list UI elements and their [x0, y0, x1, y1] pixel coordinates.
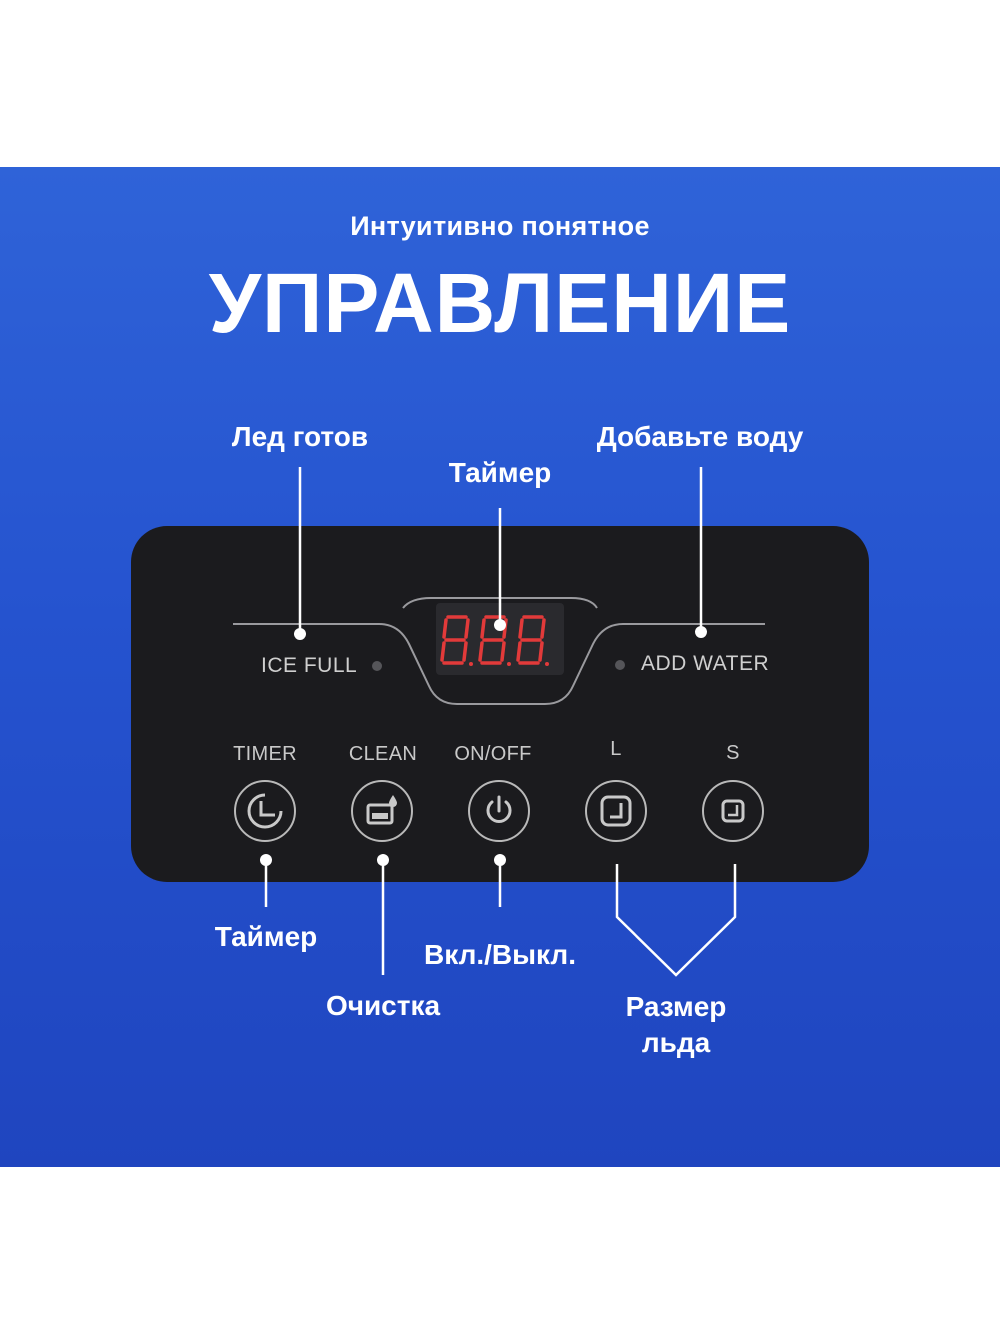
ice-large-button[interactable]: [585, 780, 647, 842]
ice-large-icon: [600, 795, 632, 827]
seven-segment-digits: [440, 615, 549, 666]
callout-ice-ready: Лед готов: [231, 421, 369, 452]
clean-icon: [366, 795, 397, 825]
callout-timer-button: Таймер: [214, 921, 318, 952]
page-title: УПРАВЛЕНИЕ: [208, 256, 792, 350]
subtitle: Интуитивно понятное: [350, 211, 650, 241]
on-off-button[interactable]: [468, 780, 530, 842]
on-off-button-label: ON/OFF: [454, 743, 532, 765]
clean-button[interactable]: [351, 780, 413, 842]
callout-timer-display: Таймер: [448, 457, 552, 488]
ice-small-button[interactable]: [702, 780, 764, 842]
clean-button-label: CLEAN: [348, 743, 418, 765]
add-water-label: ADD WATER: [641, 652, 770, 675]
timer-button[interactable]: [234, 780, 296, 842]
callout-ice-size-line1: Размер: [625, 991, 727, 1022]
ice-small-icon: [721, 799, 745, 823]
callout-ice-size-line2: льда: [641, 1027, 711, 1058]
banner: Интуитивно понятное УПРАВЛЕНИЕ Лед готов…: [0, 167, 1000, 1167]
callout-clean: Очистка: [325, 990, 441, 1021]
ice-small-button-label: S: [726, 742, 740, 764]
power-icon: [486, 795, 512, 823]
callout-on-off: Вкл./Выкл.: [424, 939, 576, 970]
add-water-indicator: [615, 660, 625, 670]
ice-large-button-label: L: [610, 738, 622, 760]
callout-add-water: Добавьте воду: [596, 421, 804, 452]
timer-button-label: TIMER: [233, 743, 297, 765]
callout-leaders: [260, 467, 737, 977]
ice-full-indicator: [372, 661, 382, 671]
ice-full-label: ICE FULL: [261, 654, 358, 677]
clock-icon: [247, 793, 283, 829]
